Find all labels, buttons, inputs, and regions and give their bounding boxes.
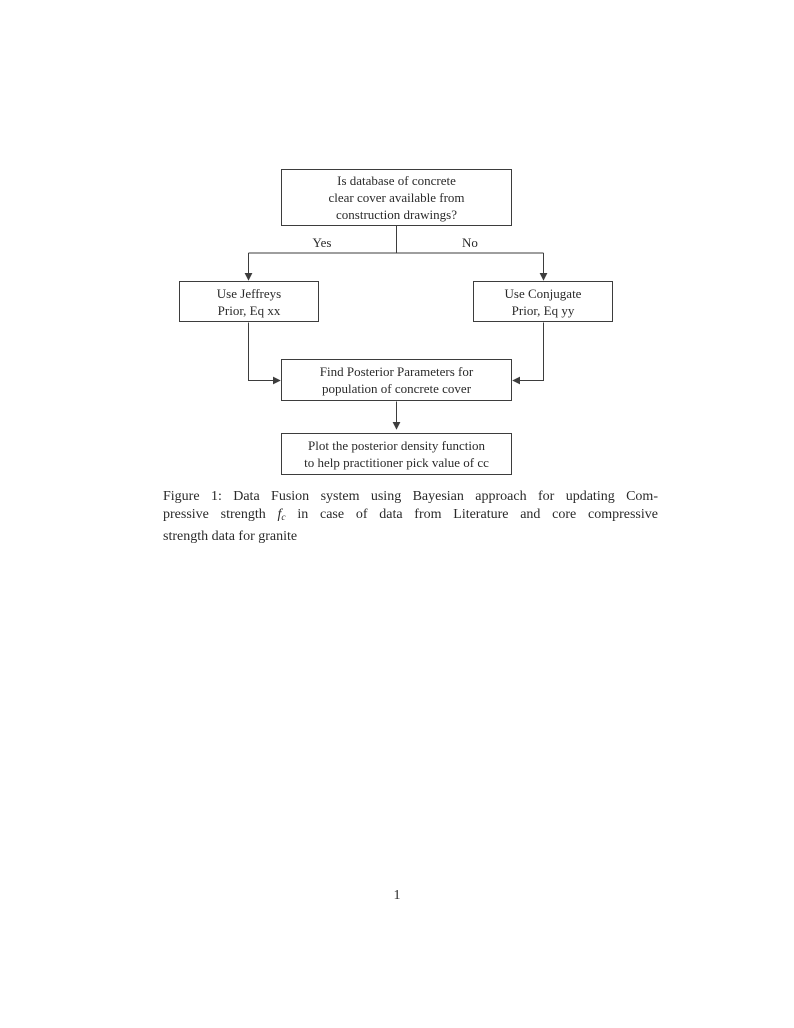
box-text-line: Is database of concrete	[337, 173, 456, 188]
box-text-line: Use Jeffreys	[216, 285, 282, 301]
box-text-line: population of concrete cover	[321, 381, 472, 396]
math-variable-fc: f	[277, 507, 282, 523]
box-text-line: Prior, Eq yy	[511, 302, 575, 318]
conjugate-to-posterior-arrow	[512, 322, 544, 385]
caption-line-3: strength data for granite	[163, 528, 298, 544]
branch-label-no: No	[462, 235, 478, 250]
flowchart-box-plot-density: Plot the posterior density function to h…	[281, 433, 512, 475]
flowchart-box-jeffreys-prior: Use Jeffreys Prior, Eq xx	[179, 281, 319, 322]
box-text-line: Use Conjugate	[504, 285, 582, 301]
page-number: 1	[393, 888, 401, 903]
flowchart-box-database-question: Is database of concrete clear cover avai…	[281, 169, 512, 226]
box-text-line: Prior, Eq xx	[217, 302, 281, 318]
box-text-line: to help practitioner pick value of cc	[304, 455, 489, 470]
branch-label-yes: Yes	[312, 235, 332, 250]
box-text-line: construction drawings?	[336, 207, 457, 222]
math-subscript-c: c	[281, 513, 286, 524]
box-text-line: clear cover available from	[328, 190, 465, 205]
box-text-line: Plot the posterior density function	[308, 438, 485, 453]
figure-caption: Figure 1: Data Fusion system using Bayes…	[163, 488, 658, 546]
caption-line-1: Figure 1: Data Fusion system using Bayes…	[163, 489, 658, 504]
flowchart-box-posterior-parameters: Find Posterior Parameters for population…	[281, 359, 512, 401]
caption-line2-pre: pressive strength	[163, 507, 266, 523]
jeffreys-to-posterior-arrow	[248, 322, 281, 385]
caption-line2-post: in case of data from Literature and core…	[297, 507, 658, 523]
box-text-line: Find Posterior Parameters for	[319, 364, 474, 379]
caption-line-2: pressive strength fc in case of data fro…	[163, 506, 658, 527]
flowchart-box-conjugate-prior: Use Conjugate Prior, Eq yy	[473, 281, 613, 322]
